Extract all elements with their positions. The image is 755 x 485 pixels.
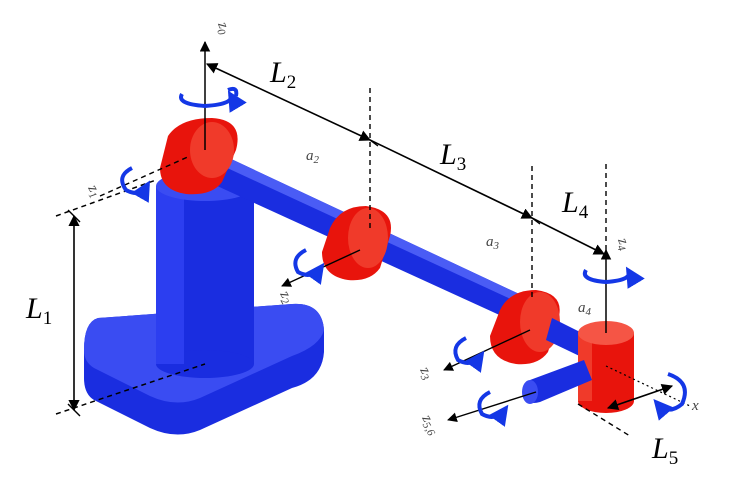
base-column bbox=[156, 171, 254, 378]
label-L2: L2 bbox=[269, 56, 296, 93]
rotation-arrow-icon bbox=[583, 266, 645, 289]
label-L5: L5 bbox=[651, 432, 678, 469]
label-x: x bbox=[691, 398, 699, 414]
rotation-arrow-icon bbox=[477, 390, 509, 427]
label-L1: L1 bbox=[25, 292, 52, 329]
label-z1: z1 bbox=[82, 181, 104, 201]
label-a2: a2 bbox=[306, 148, 320, 166]
end-effector bbox=[522, 360, 592, 404]
rotation-arrow-icon bbox=[453, 336, 485, 373]
dimension-L1 bbox=[55, 179, 206, 417]
rotation-arrow-icon bbox=[179, 86, 247, 113]
label-a3: a3 bbox=[486, 234, 500, 252]
label-a4: a4 bbox=[578, 300, 592, 318]
label-L4: L4 bbox=[561, 186, 589, 223]
label-z0: z0 bbox=[212, 19, 233, 37]
rotation-arrow-icon bbox=[293, 248, 325, 285]
dimension-lines bbox=[205, 63, 674, 411]
label-z4: z4 bbox=[612, 235, 633, 253]
label-z3: z3 bbox=[414, 363, 436, 383]
rotation-arrow-icon bbox=[653, 372, 687, 421]
label-L3: L3 bbox=[439, 138, 466, 175]
joint-2 bbox=[322, 206, 391, 281]
rotation-arrow-icon bbox=[120, 166, 150, 203]
label-z56: z5,6 bbox=[416, 411, 442, 438]
